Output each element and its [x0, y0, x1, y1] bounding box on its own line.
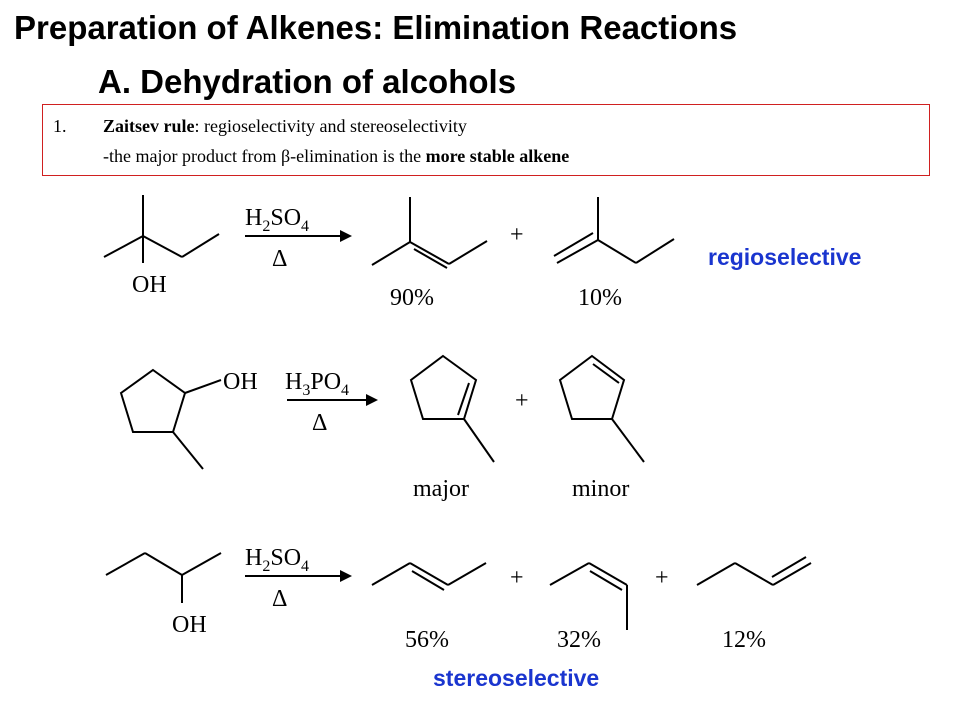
reactant-2-structure: OH [119, 368, 258, 470]
reactant-3-structure: OH [105, 552, 222, 638]
reagent-2-formula: H3PO4 [285, 369, 349, 399]
arrowhead-1 [340, 230, 352, 242]
reaction-3: OH H2SO4 Δ + + 56% 32% 12 [105, 545, 812, 653]
regioselective-label: regioselective [708, 244, 862, 270]
yield-1b: 10% [578, 285, 622, 311]
arrowhead-3 [340, 570, 352, 582]
product-2b-structure [558, 354, 645, 463]
reaction-2: OH H3PO4 Δ + major minor [119, 354, 645, 502]
zaitsev-note-box: 1. Zaitsev rule: regioselectivity and st… [42, 104, 930, 176]
note-rule-name: Zaitsev rule [103, 116, 195, 136]
stereoselective-label: stereoselective [433, 665, 600, 691]
reactant-2-oh-label: OH [223, 369, 258, 395]
note-rule: Zaitsev rule: regioselectivity and stere… [103, 115, 467, 137]
product-3c-structure [696, 556, 812, 586]
slide-title: Preparation of Alkenes: Elimination Reac… [14, 9, 738, 46]
delta-3: Δ [272, 586, 287, 612]
product-1b-structure [553, 197, 675, 264]
reagent-3-formula: H2SO4 [245, 545, 309, 575]
note-line-2: -the major product from β-elimination is… [103, 145, 569, 167]
delta-2: Δ [312, 410, 327, 436]
yield-3c: 12% [722, 627, 766, 653]
reactant-3-oh-label: OH [172, 612, 207, 638]
reactant-1-oh-label: OH [132, 272, 167, 298]
plus-3a: + [510, 565, 524, 591]
plus-3b: + [655, 565, 669, 591]
arrowhead-2 [366, 394, 378, 406]
reagent-3: H2SO4 Δ [245, 545, 352, 612]
yield-1a: 90% [390, 285, 434, 311]
beta-symbol: β [280, 146, 291, 166]
slide-subtitle: A. Dehydration of alcohols [98, 63, 517, 100]
yield-3a: 56% [405, 627, 449, 653]
note-line2-start: -the major product from [103, 146, 281, 166]
label-minor: minor [572, 476, 629, 502]
product-1a-structure [371, 197, 488, 269]
note-line2-bold: more stable alkene [425, 146, 570, 166]
product-2a-structure [409, 354, 495, 463]
product-3b-structure [549, 562, 628, 630]
delta-1: Δ [272, 246, 287, 272]
product-3a-structure [371, 562, 487, 591]
reactant-1-structure: OH [103, 195, 220, 298]
note-number: 1. [53, 116, 67, 136]
note-rule-rest: : regioselectivity and stereoselectivity [194, 116, 467, 136]
reagent-1: H2SO4 Δ [245, 205, 352, 272]
reagent-1-formula: H2SO4 [245, 205, 309, 235]
reaction-1: OH H2SO4 Δ + 90% 10% [103, 195, 675, 311]
note-line2-mid: -elimination is the [290, 146, 426, 166]
reagent-2: H3PO4 Δ [285, 369, 378, 436]
label-major: major [413, 476, 469, 502]
yield-3b: 32% [557, 627, 601, 653]
plus-1: + [510, 222, 524, 248]
plus-2: + [515, 388, 529, 414]
